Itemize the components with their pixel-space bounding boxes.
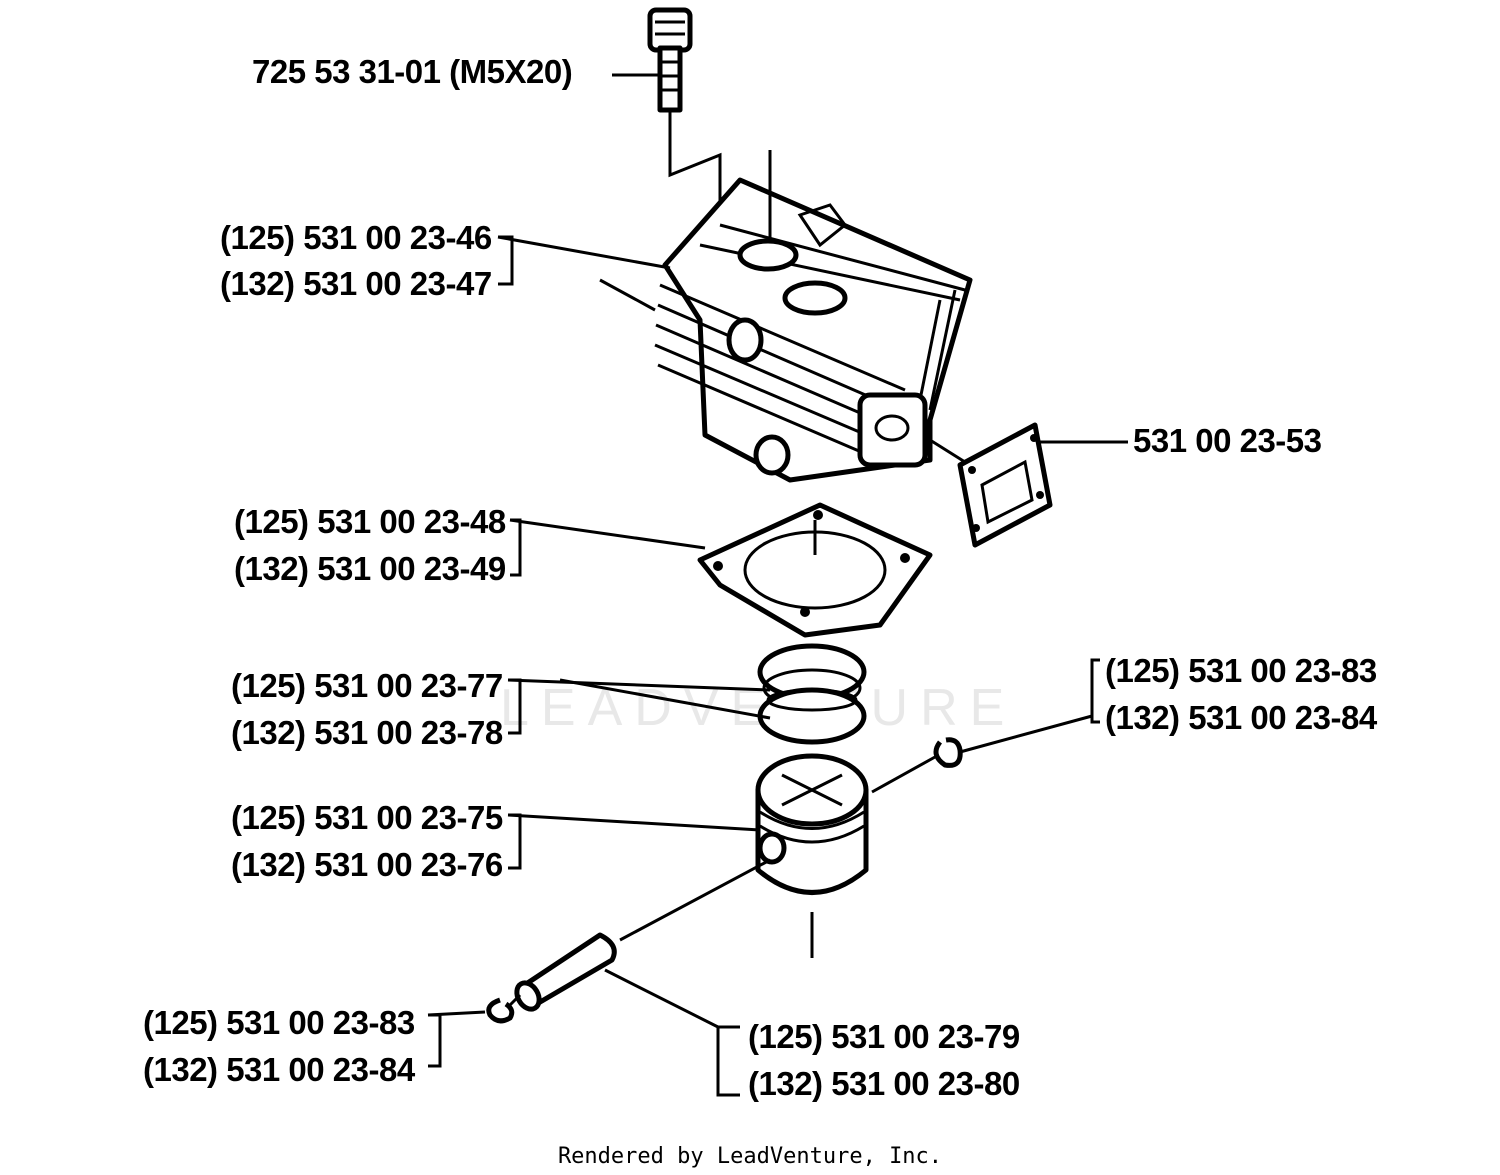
base-gasket-125-label: (125) 531 00 23-48: [234, 503, 506, 540]
base-gasket-132-label: (132) 531 00 23-49: [234, 550, 506, 587]
piston-125-label: (125) 531 00 23-75: [231, 799, 503, 836]
piston-pin-part: [514, 932, 617, 1012]
base-gasket-part: [697, 502, 933, 638]
circlip-left-132-label: (132) 531 00 23-84: [143, 1051, 416, 1088]
cylinder-125-label: (125) 531 00 23-46: [220, 219, 492, 256]
rings-132-label: (132) 531 00 23-78: [231, 714, 503, 751]
watermark: LEADVENTURE: [500, 679, 1016, 737]
exhaust-gasket-label: 531 00 23-53: [1133, 422, 1322, 459]
bolt-part: [647, 7, 693, 113]
right-circlip-part: [933, 737, 963, 768]
circlip-right-132-label: (132) 531 00 23-84: [1105, 699, 1378, 736]
piston-part: [755, 753, 869, 958]
footer-credit: Rendered by LeadVenture, Inc.: [558, 1144, 942, 1169]
rings-125-label: (125) 531 00 23-77: [231, 667, 503, 704]
exhaust-gasket-part: [957, 422, 1053, 548]
circlip-left-125-label: (125) 531 00 23-83: [143, 1004, 415, 1041]
pin-125-label: (125) 531 00 23-79: [748, 1018, 1020, 1055]
pin-132-label: (132) 531 00 23-80: [748, 1065, 1020, 1102]
cylinder-part: [654, 150, 973, 483]
piston-132-label: (132) 531 00 23-76: [231, 846, 503, 883]
left-circlip-part: [486, 997, 515, 1024]
piston-rings-part: [757, 643, 867, 745]
cylinder-132-label: (132) 531 00 23-47: [220, 265, 492, 302]
bolt-label: 725 53 31-01 (M5X20): [252, 53, 572, 90]
circlip-right-125-label: (125) 531 00 23-83: [1105, 652, 1377, 689]
